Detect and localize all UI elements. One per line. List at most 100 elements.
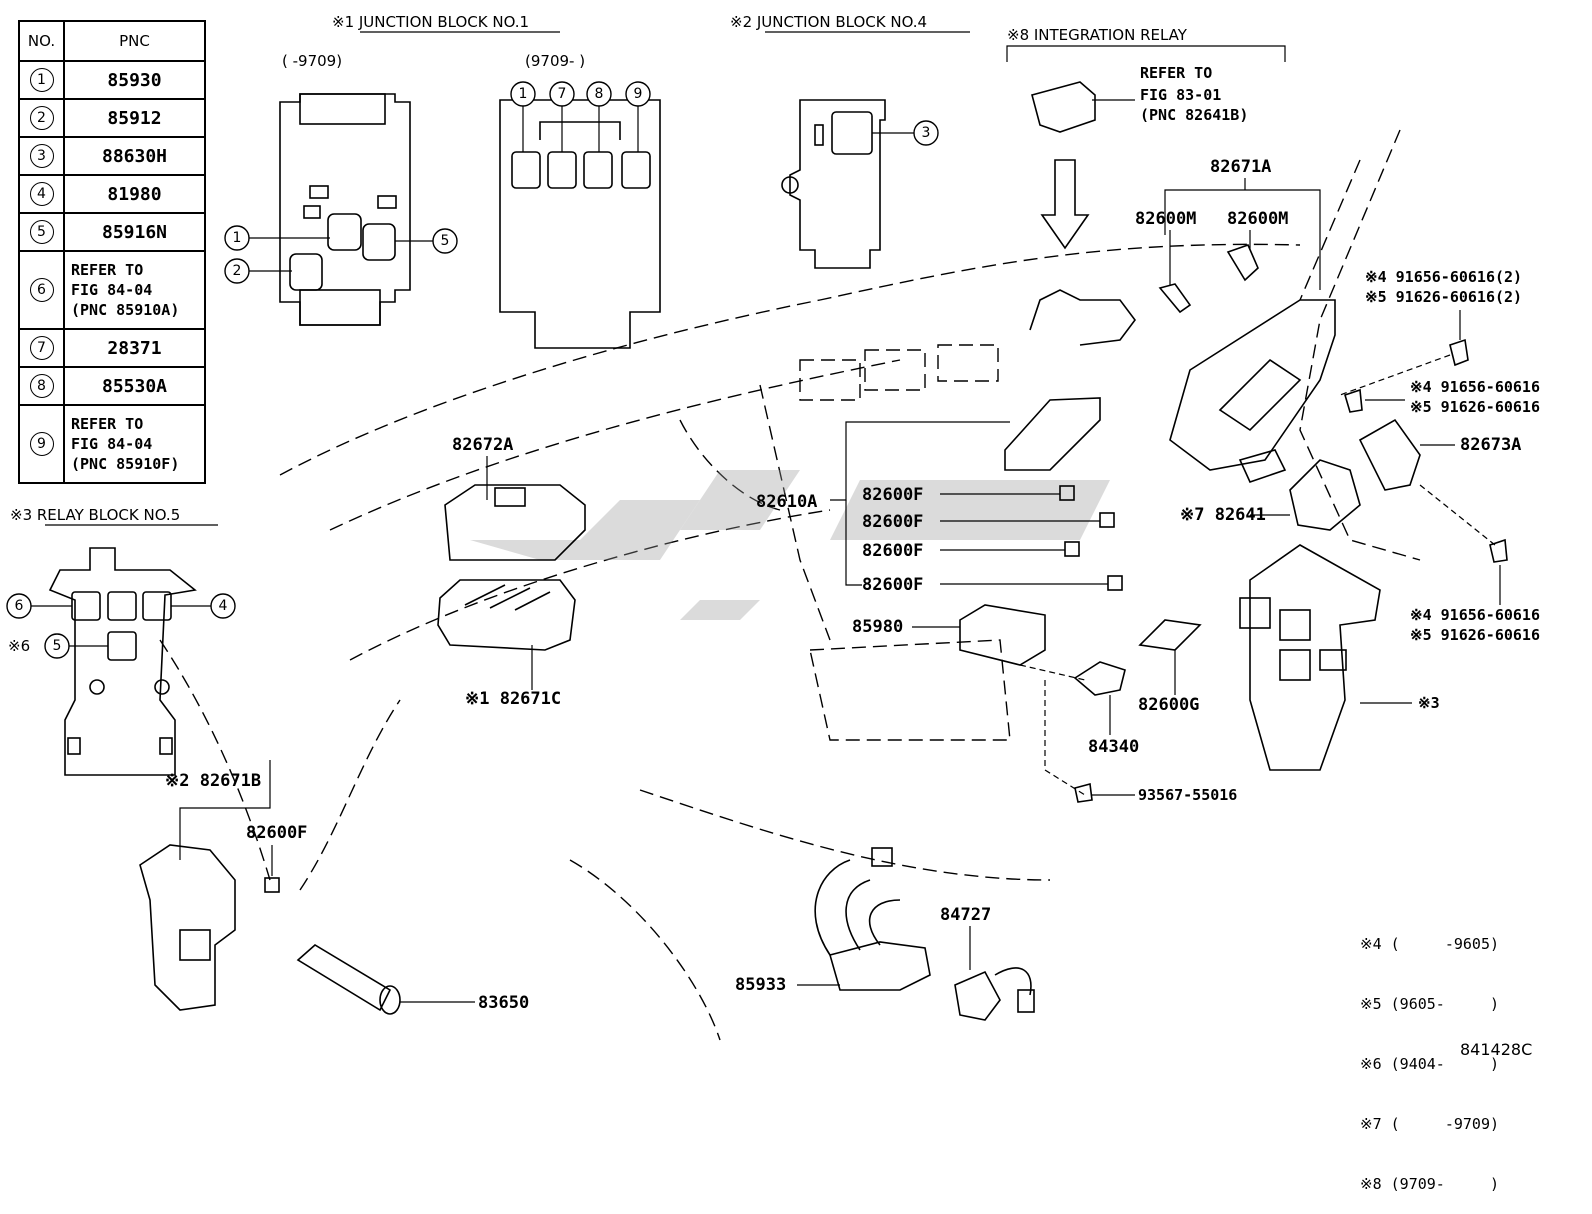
- rb5-note: ※6: [8, 637, 30, 655]
- header-no: NO.: [18, 20, 65, 62]
- table-row: 5 85916N: [18, 212, 206, 252]
- jb1-title: ※1 JUNCTION BLOCK NO.1: [332, 13, 529, 31]
- callout-8: 8: [586, 81, 612, 107]
- label-82671C: ※1 82671C: [465, 689, 561, 709]
- part-82671B: [139, 844, 236, 1011]
- label-85980: 85980: [852, 617, 903, 637]
- part-82610A: [1004, 289, 1136, 471]
- row-pnc: 85930: [63, 60, 206, 100]
- part-82600M-clip-2: [1226, 243, 1259, 282]
- fuse-icon: [264, 877, 280, 893]
- svg-text:1: 1: [233, 230, 242, 246]
- part-82600M-clip-1: [1158, 283, 1192, 314]
- row-number: 9: [29, 432, 54, 456]
- label-82600F-2: 82600F: [862, 512, 923, 532]
- bolt3-b: ※5 91626-60616: [1410, 626, 1540, 644]
- watermark-logo: [470, 470, 1110, 620]
- table-row: 2 85912: [18, 98, 206, 138]
- callout-3: 3: [913, 120, 939, 146]
- row-number: 8: [29, 374, 54, 398]
- bolt2-b: ※5 91626-60616: [1410, 398, 1540, 416]
- label-85933: 85933: [735, 975, 786, 995]
- part-84727: [954, 967, 1035, 1021]
- bolt-icon: [1449, 338, 1469, 367]
- fuse-icon: [1099, 512, 1115, 528]
- part-85980: [959, 604, 1046, 666]
- row-number: 6: [29, 278, 54, 302]
- dashboard-outline: [159, 129, 1421, 1041]
- jb4-title: ※2 JUNCTION BLOCK NO.4: [730, 13, 927, 31]
- note-line: ※7 ( -9709): [1360, 1115, 1499, 1133]
- jb1-left-range: ( -9709): [282, 52, 342, 70]
- label-82671A: 82671A: [1210, 157, 1271, 177]
- figure-id: 841428C: [1460, 1040, 1533, 1059]
- part-82671A-block: [1169, 299, 1336, 483]
- part-84340: [1073, 661, 1126, 696]
- callout-7: 7: [549, 81, 575, 107]
- label-82671B: ※2 82671B: [165, 771, 261, 791]
- row-pnc: 28371: [63, 328, 206, 368]
- row-pnc: REFER TO FIG 84-04 (PNC 85910F): [63, 404, 206, 484]
- svg-text:4: 4: [219, 598, 228, 614]
- ir-ref-1: REFER TO: [1140, 64, 1212, 82]
- row-pnc: 85530A: [63, 366, 206, 406]
- label-82600G: 82600G: [1138, 695, 1199, 715]
- note-line: ※6 (9404- ): [1360, 1055, 1499, 1073]
- label-82672A: 82672A: [452, 435, 513, 455]
- callout-5: 5: [432, 228, 458, 254]
- part-82673A: [1358, 418, 1421, 491]
- label-82600F-5: 82600F: [246, 823, 307, 843]
- table-row: 7 28371: [18, 328, 206, 368]
- note-line: ※8 (9709- ): [1360, 1175, 1499, 1193]
- fuse-icon: [1064, 541, 1080, 557]
- label-82641: ※7 82641: [1180, 505, 1266, 525]
- part-82641: [1289, 459, 1361, 531]
- label-82610A: 82610A: [756, 492, 817, 512]
- row-pnc: 81980: [63, 174, 206, 214]
- bolt-icon: [1344, 388, 1363, 413]
- table-row: 9 REFER TO FIG 84-04 (PNC 85910F): [18, 404, 206, 484]
- bolt3-a: ※4 91656-60616: [1410, 606, 1540, 624]
- ir-ref-3: (PNC 82641B): [1140, 106, 1248, 124]
- part-82671C: [437, 579, 576, 651]
- table-row: 3 88630H: [18, 136, 206, 176]
- jb1-right-range: (9709- ): [525, 52, 585, 70]
- callout-4: 4: [210, 593, 236, 619]
- callout-1b: 1: [510, 81, 536, 107]
- part-83650: [296, 944, 401, 1015]
- note-line: ※5 (9605- ): [1360, 995, 1499, 1013]
- label-ref-3: ※3: [1418, 694, 1440, 712]
- svg-text:6: 6: [15, 598, 24, 614]
- table-header: NO. PNC: [18, 20, 206, 62]
- screw-icon: [1074, 782, 1093, 803]
- fuse-icon: [1059, 485, 1075, 501]
- ir-title: ※8 INTEGRATION RELAY: [1007, 26, 1188, 44]
- table-row: 4 81980: [18, 174, 206, 214]
- row-number: 1: [29, 68, 54, 92]
- bolt-icon: [1489, 538, 1508, 563]
- bolt2-a: ※4 91656-60616: [1410, 378, 1540, 396]
- label-82673A: 82673A: [1460, 435, 1521, 455]
- label-84340: 84340: [1088, 737, 1139, 757]
- junction-block-4: [781, 99, 886, 269]
- svg-text:7: 7: [558, 86, 567, 102]
- label-82600M-1: 82600M: [1135, 209, 1196, 229]
- junction-block-1-left: [279, 93, 411, 326]
- row-pnc: REFER TO FIG 84-04 (PNC 85910A): [63, 250, 206, 330]
- rb5-title: ※3 RELAY BLOCK NO.5: [10, 506, 180, 524]
- bolt1-b: ※5 91626-60616(2): [1365, 288, 1522, 306]
- header-pnc: PNC: [63, 20, 206, 62]
- junction-block-1-right: [499, 99, 661, 349]
- svg-text:3: 3: [922, 125, 931, 141]
- label-82600M-2: 82600M: [1227, 209, 1288, 229]
- svg-text:9: 9: [634, 86, 643, 102]
- row-number: 4: [29, 182, 54, 206]
- row-number: 5: [29, 220, 54, 244]
- callout-2: 2: [224, 258, 250, 284]
- label-82600F-4: 82600F: [862, 575, 923, 595]
- note-line: ※4 ( -9605): [1360, 935, 1499, 953]
- pnc-table: NO. PNC 1 85930 2 85912 3 88630H 4 81980…: [18, 20, 206, 484]
- parts-diagram: ※1 JUNCTION BLOCK NO.1 ( -9709) (9709- )…: [6, 13, 1540, 1041]
- fuse-icon: [1107, 575, 1123, 591]
- part-82672A: [444, 484, 586, 561]
